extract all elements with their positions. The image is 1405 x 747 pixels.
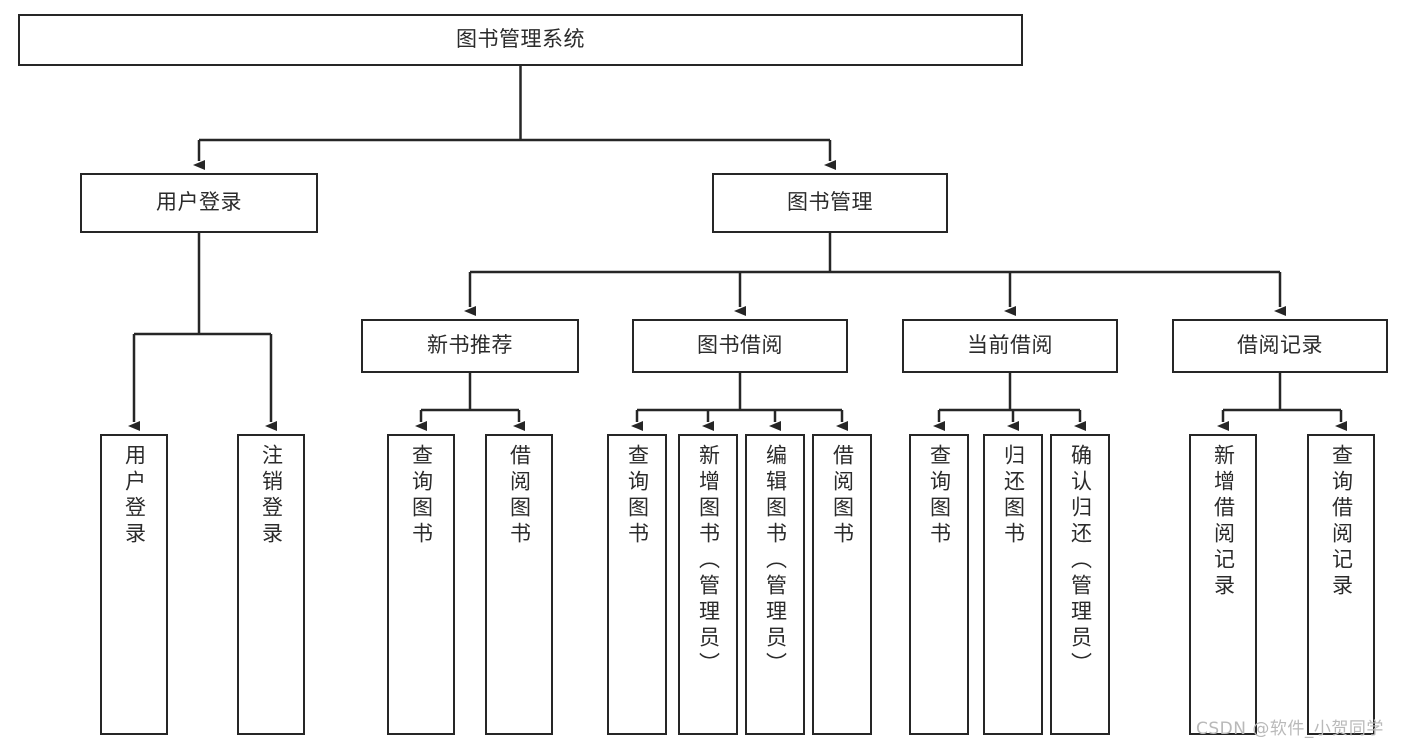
node-leaf-7[interactable]: 借阅图书 [812, 434, 872, 735]
node-label: 新增图书（管理员） [696, 444, 721, 678]
node-label: 图书管理系统 [456, 27, 585, 52]
node-leaf-10[interactable]: 确认归还（管理员） [1050, 434, 1110, 735]
node-label: 确认归还（管理员） [1068, 444, 1093, 678]
node-label: 新书推荐 [427, 333, 513, 358]
node-leaf-5[interactable]: 新增图书（管理员） [678, 434, 738, 735]
node-leaf-3[interactable]: 借阅图书 [485, 434, 553, 735]
node-label: 查询借阅记录 [1329, 444, 1354, 600]
node-label: 图书管理 [787, 190, 873, 215]
node-leaf-8[interactable]: 查询图书 [909, 434, 969, 735]
node-level3-1[interactable]: 图书借阅 [632, 319, 848, 373]
node-label: 借阅记录 [1237, 333, 1323, 358]
node-label: 借阅图书 [830, 444, 855, 548]
node-label: 用户登录 [156, 190, 242, 215]
node-leaf-0[interactable]: 用户登录 [100, 434, 168, 735]
node-level3-2[interactable]: 当前借阅 [902, 319, 1118, 373]
node-label: 编辑图书（管理员） [763, 444, 788, 678]
node-label: 新增借阅记录 [1211, 444, 1236, 600]
node-label: 用户登录 [122, 444, 147, 548]
node-level3-3[interactable]: 借阅记录 [1172, 319, 1388, 373]
node-label: 注销登录 [259, 444, 284, 548]
node-level3-0[interactable]: 新书推荐 [361, 319, 579, 373]
node-label: 当前借阅 [967, 333, 1053, 358]
node-leaf-11[interactable]: 新增借阅记录 [1189, 434, 1257, 735]
node-leaf-4[interactable]: 查询图书 [607, 434, 667, 735]
node-label: 查询图书 [409, 444, 434, 548]
node-label: 归还图书 [1001, 444, 1026, 548]
node-leaf-12[interactable]: 查询借阅记录 [1307, 434, 1375, 735]
node-label: 查询图书 [927, 444, 952, 548]
node-leaf-1[interactable]: 注销登录 [237, 434, 305, 735]
node-label: 查询图书 [625, 444, 650, 548]
node-level2-1[interactable]: 图书管理 [712, 173, 948, 233]
node-leaf-9[interactable]: 归还图书 [983, 434, 1043, 735]
node-root-0[interactable]: 图书管理系统 [18, 14, 1023, 66]
node-label: 借阅图书 [507, 444, 532, 548]
node-label: 图书借阅 [697, 333, 783, 358]
node-leaf-6[interactable]: 编辑图书（管理员） [745, 434, 805, 735]
node-leaf-2[interactable]: 查询图书 [387, 434, 455, 735]
node-level2-0[interactable]: 用户登录 [80, 173, 318, 233]
watermark-text: CSDN @软件_小贺同学 [1196, 719, 1384, 739]
